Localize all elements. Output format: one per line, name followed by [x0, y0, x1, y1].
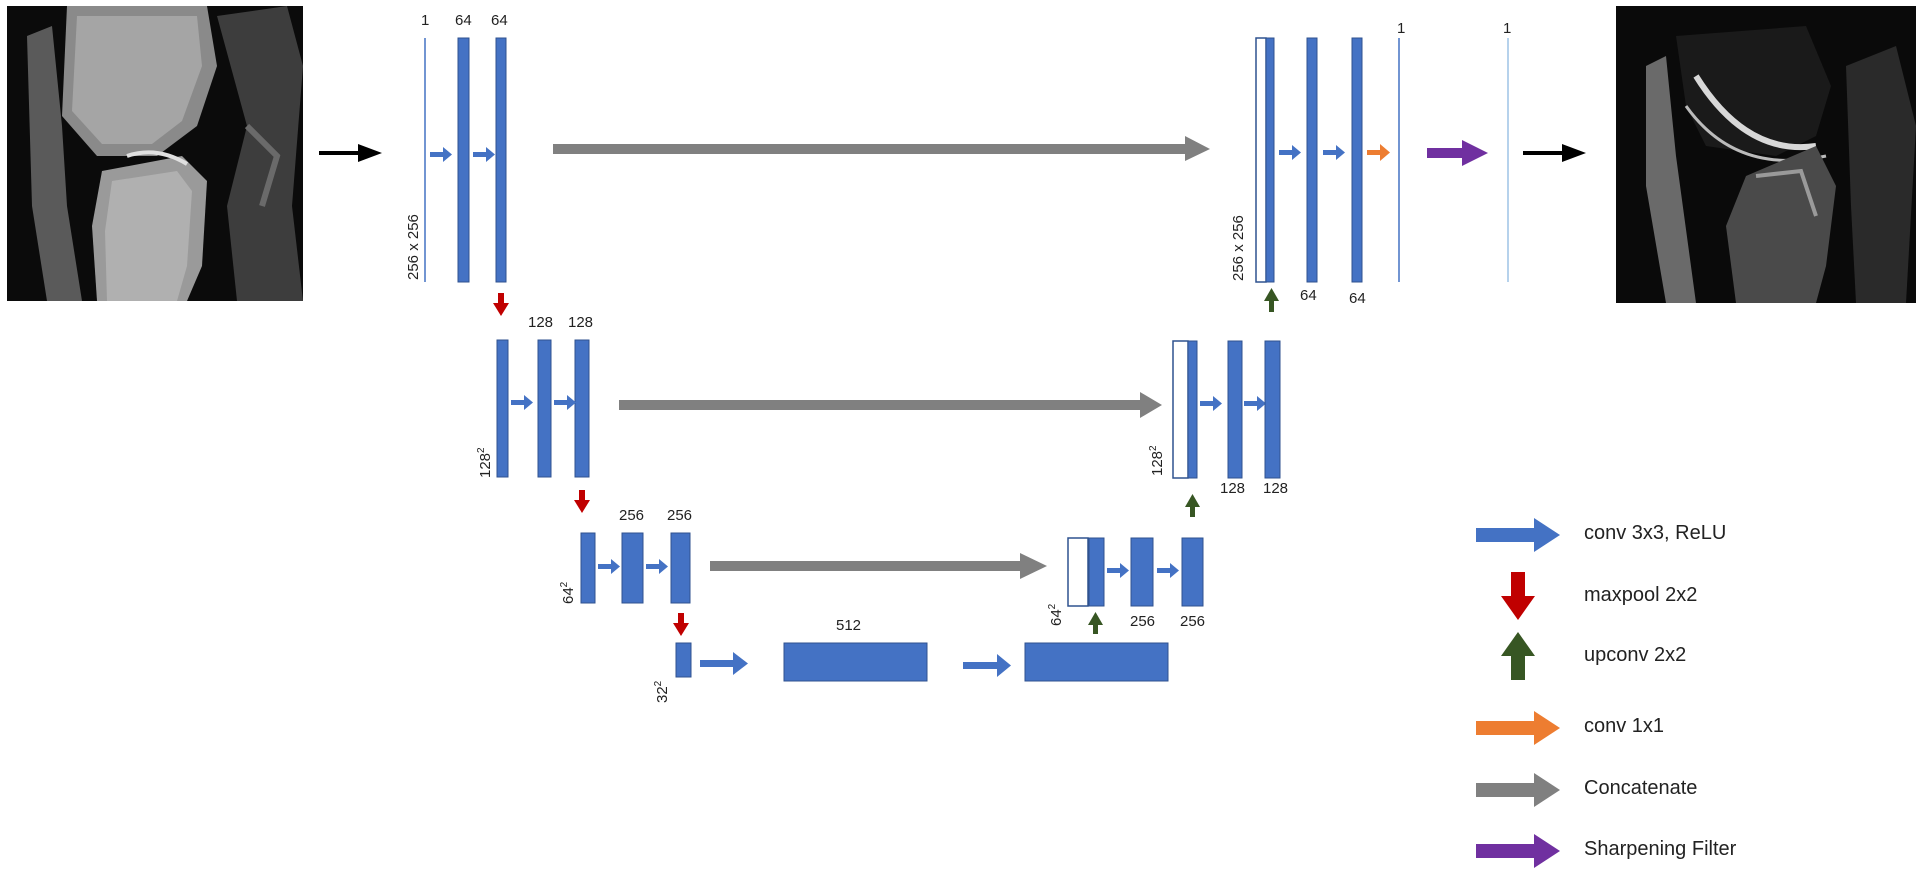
dec1-channels-output: 1 — [1397, 20, 1406, 37]
enc2-size: 1282 — [476, 447, 494, 478]
legend-item-maxpool: maxpool 2x2 — [1474, 570, 1894, 620]
legend-item-concatenate: Concatenate — [1474, 769, 1894, 809]
blue-arrow-right-icon — [1476, 518, 1560, 552]
sharpening-filter-arrow — [1427, 140, 1488, 166]
enc1-block-1 — [457, 37, 470, 283]
upconv-arrow-1 — [1264, 288, 1279, 312]
legend-label: maxpool 2x2 — [1584, 584, 1698, 606]
enc2-block-1 — [496, 339, 509, 478]
output-arrow — [1523, 144, 1586, 162]
conv1x1-arrow — [1367, 144, 1390, 161]
orange-arrow-right-icon — [1476, 711, 1560, 745]
dec2-size: 1282 — [1148, 445, 1166, 476]
gray-arrow-right-icon — [1476, 773, 1560, 807]
legend-label: upconv 2x2 — [1584, 644, 1687, 666]
enc3-size: 642 — [559, 581, 577, 604]
knee-mri-input-icon — [7, 6, 303, 301]
enc2-block-2 — [537, 339, 552, 478]
bottleneck-block-512 — [783, 642, 928, 682]
dec2-conv-arrow-1 — [1200, 396, 1222, 411]
input-mri-image — [7, 6, 303, 301]
legend-item-upconv: upconv 2x2 — [1474, 630, 1894, 680]
enc3-conv-arrow-2 — [646, 559, 668, 574]
concat-arrow-3 — [710, 553, 1047, 579]
enc1-channels-1: 64 — [455, 12, 472, 29]
legend-label: conv 1x1 — [1584, 715, 1665, 737]
enc1-block-2 — [495, 37, 507, 283]
dec2-block-2 — [1227, 340, 1243, 479]
dec3-size: 642 — [1047, 603, 1065, 626]
dec1-channels-2: 64 — [1349, 290, 1366, 307]
bottleneck-conv-arrow-1 — [700, 652, 748, 675]
maxpool-arrow-2 — [574, 490, 590, 513]
dec2-channels-1: 128 — [1220, 480, 1246, 497]
enc1-size: 256 x 256 — [405, 214, 422, 280]
green-arrow-up-icon — [1501, 632, 1535, 680]
dec1-block-2 — [1306, 37, 1318, 283]
dec1-conv-arrow-2 — [1323, 145, 1345, 160]
dec2-block-3 — [1264, 340, 1281, 479]
enc3-channels-1: 256 — [619, 507, 645, 524]
legend-label: Sharpening Filter — [1584, 838, 1737, 860]
concat-arrow-2 — [619, 392, 1162, 418]
bottleneck-size: 322 — [653, 680, 671, 703]
upconv-arrow-2 — [1185, 494, 1200, 517]
dec3-channels-1: 256 — [1130, 613, 1156, 630]
dec1-conv-arrow-1 — [1279, 145, 1301, 160]
upconv-arrow-3 — [1088, 612, 1103, 634]
dec3-block-2 — [1130, 537, 1154, 607]
enc1-conv-arrow-1 — [430, 147, 452, 162]
enc3-block-2 — [621, 532, 644, 604]
enc3-conv-arrow-1 — [598, 559, 620, 574]
dec3-upconv-block — [1088, 537, 1105, 607]
bottleneck-conv-arrow-2 — [963, 654, 1011, 677]
red-arrow-down-icon — [1501, 572, 1535, 620]
enc2-channels-1: 128 — [528, 314, 554, 331]
bottleneck-channels: 512 — [836, 617, 862, 634]
legend-item-conv1x1: conv 1x1 — [1474, 707, 1894, 747]
dec2-concat-copy — [1172, 340, 1189, 479]
enc2-conv-arrow-2 — [554, 395, 576, 410]
dec3-concat-copy — [1067, 537, 1089, 607]
enc3-channels-2: 256 — [667, 507, 693, 524]
dec2-channels-2: 128 — [1263, 480, 1289, 497]
maxpool-arrow-3 — [673, 613, 689, 636]
bottleneck-input-block — [675, 642, 692, 678]
enc1-conv-arrow-2 — [473, 147, 495, 162]
dec2-conv-arrow-2 — [1244, 396, 1266, 411]
input-arrow — [319, 144, 382, 162]
dec3-channels-2: 256 — [1180, 613, 1206, 630]
dec1-channels-1: 64 — [1300, 287, 1317, 304]
enc1-channels-2: 64 — [491, 12, 508, 29]
dec1-upconv-block — [1265, 37, 1275, 283]
enc3-block-1 — [580, 532, 596, 604]
purple-arrow-right-icon — [1476, 834, 1560, 868]
dec2-upconv-block — [1187, 340, 1198, 479]
dec1-size: 256 x 256 — [1230, 215, 1247, 281]
enc2-block-3 — [574, 339, 590, 478]
bottleneck-block-2 — [1024, 642, 1169, 682]
dec3-conv-arrow-2 — [1157, 563, 1179, 578]
legend-item-conv3x3: conv 3x3, ReLU — [1474, 514, 1894, 554]
enc1-channels-input: 1 — [421, 12, 430, 29]
dec3-conv-arrow-1 — [1107, 563, 1129, 578]
sharpened-channels-output: 1 — [1503, 20, 1512, 37]
enc2-channels-2: 128 — [568, 314, 594, 331]
legend-label: Concatenate — [1584, 777, 1698, 799]
enc3-block-3 — [670, 532, 691, 604]
legend-item-sharpening-filter: Sharpening Filter — [1474, 830, 1894, 870]
dec1-concat-copy — [1255, 37, 1267, 283]
concat-arrow-1 — [553, 136, 1210, 161]
legend-label: conv 3x3, ReLU — [1584, 522, 1727, 544]
knee-mri-output-icon — [1616, 6, 1916, 303]
enc2-conv-arrow-1 — [511, 395, 533, 410]
dec1-block-3 — [1351, 37, 1363, 283]
output-mri-image — [1616, 6, 1916, 303]
dec3-block-3 — [1181, 537, 1204, 607]
maxpool-arrow-1 — [493, 293, 509, 316]
